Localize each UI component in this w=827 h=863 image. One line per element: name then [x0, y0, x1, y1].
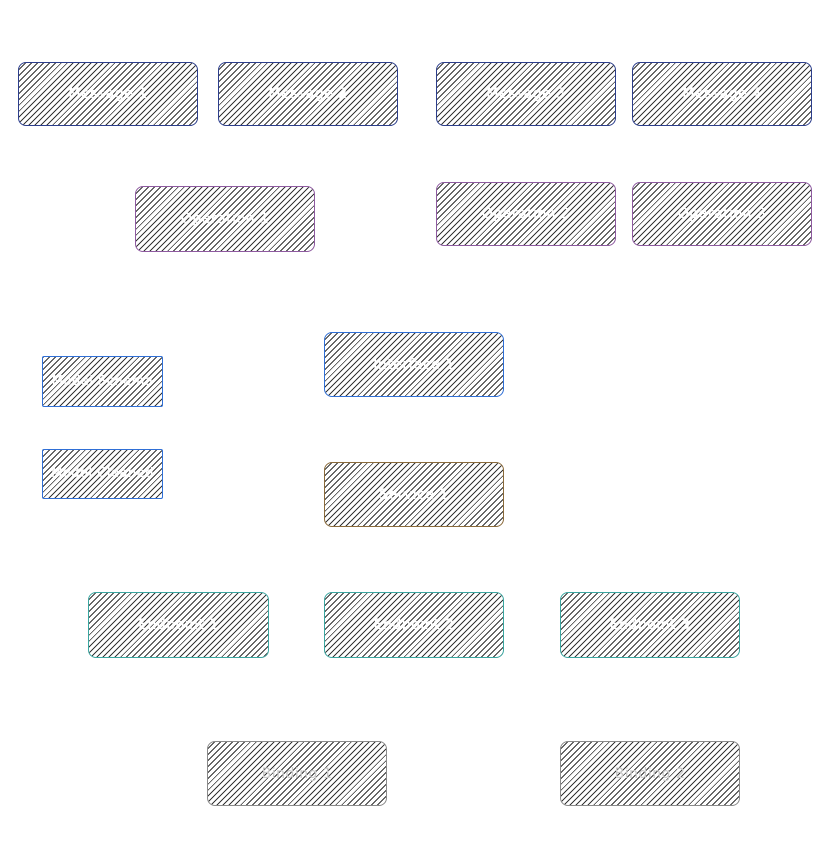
- endpoint-1-node[interactable]: Endpoint 1: [88, 592, 269, 658]
- message-4-node[interactable]: Message 4: [632, 62, 812, 126]
- binding-2-node[interactable]: Binding 2: [560, 741, 740, 806]
- message-3-node[interactable]: Message 3: [436, 62, 616, 126]
- hatch-fill: [219, 63, 397, 125]
- operation-1-label: Operation 1: [180, 211, 270, 227]
- message-2-node[interactable]: Message 2: [218, 62, 398, 126]
- hatch-fill: [208, 742, 386, 805]
- operation-2-label: Operation 2: [481, 206, 571, 222]
- operation-3-label: Operation 3: [677, 206, 767, 222]
- hatch-fill: [325, 333, 503, 396]
- hatch-fill: [561, 742, 739, 805]
- message-2-label: Message 2: [268, 86, 348, 102]
- endpoint-3-node[interactable]: Endpoint 3: [560, 592, 740, 658]
- message-1-node[interactable]: Message 1: [18, 62, 198, 126]
- operation-3-node[interactable]: Operation 3: [632, 182, 812, 246]
- hatch-fill: [89, 593, 268, 657]
- interface-1-label: Interface 1: [373, 356, 455, 373]
- binding-2-label: Binding 2: [614, 765, 686, 782]
- endpoint-3-label: Endpoint 3: [609, 617, 691, 633]
- message-3-label: Message 3: [486, 86, 566, 102]
- model-schema-node[interactable]: Model Schema: [42, 356, 163, 407]
- hatch-fill: [633, 63, 811, 125]
- hatch-fill: [325, 593, 503, 657]
- service-1-label: Service 1: [379, 486, 449, 503]
- hatch-fill: [43, 357, 162, 406]
- model-cleaned-label: Model Cleaned: [51, 466, 154, 481]
- hatch-fill: [43, 450, 162, 498]
- operation-2-node[interactable]: Operation 2: [436, 182, 616, 246]
- operation-1-node[interactable]: Operation 1: [135, 186, 315, 252]
- hatch-fill: [633, 183, 811, 245]
- message-1-label: Message 1: [68, 86, 148, 102]
- model-cleaned-node[interactable]: Model Cleaned: [42, 449, 163, 499]
- model-schema-label: Model Schema: [51, 373, 154, 389]
- interface-1-node[interactable]: Interface 1: [324, 332, 504, 397]
- service-1-node[interactable]: Service 1: [324, 462, 504, 527]
- hatch-fill: [437, 183, 615, 245]
- hatch-fill: [561, 593, 739, 657]
- binding-1-label: Binding 1: [261, 765, 333, 782]
- binding-1-node[interactable]: Binding 1: [207, 741, 387, 806]
- hatch-fill: [136, 187, 314, 251]
- hatch-fill: [437, 63, 615, 125]
- hatch-fill: [325, 463, 503, 526]
- message-4-label: Message 4: [682, 86, 762, 102]
- endpoint-2-node[interactable]: Endpoint 2: [324, 592, 504, 658]
- hatch-fill: [19, 63, 197, 125]
- endpoint-2-label: Endpoint 2: [373, 617, 455, 633]
- endpoint-1-label: Endpoint 1: [138, 617, 219, 633]
